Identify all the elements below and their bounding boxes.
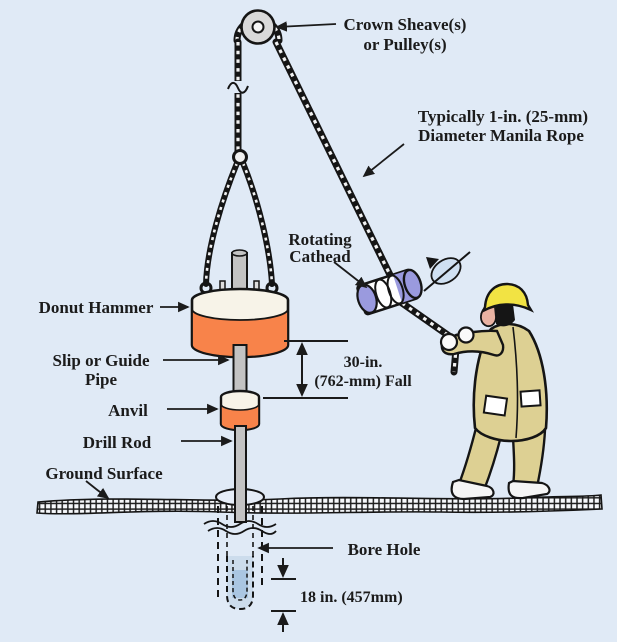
label-fall-line2: (762-mm) Fall	[314, 373, 412, 390]
rope-sling	[203, 149, 275, 287]
pulley-hub	[251, 20, 265, 34]
label-ground-surface: Ground Surface	[45, 464, 163, 483]
drill-rod-graphic	[234, 425, 247, 523]
break-line-lower	[207, 527, 277, 535]
label-drill-rod: Drill Rod	[83, 433, 152, 452]
worker-hardhat	[480, 282, 535, 315]
donut-hammer-graphic	[190, 280, 290, 359]
label-depth: 18 in. (457mm)	[300, 589, 403, 606]
rotation-arrow	[423, 251, 471, 292]
leader-lines	[85, 21, 405, 554]
worker-shoe-right	[507, 479, 551, 500]
label-fall-line1: 30-in.	[344, 354, 383, 371]
leader-rope	[362, 143, 405, 178]
break-line-upper	[203, 520, 277, 528]
fall-dimension	[263, 340, 348, 399]
label-donut-hammer: Donut Hammer	[39, 298, 154, 317]
sling-ring	[232, 149, 248, 165]
leader-cathead	[333, 261, 368, 289]
label-rope-line2: Diameter Manila Rope	[418, 126, 584, 145]
depth-dimension	[271, 558, 296, 632]
worker-pocket-left	[482, 394, 509, 417]
cathead-graphic	[356, 268, 423, 316]
label-crown-line1: Crown Sheave(s)	[344, 15, 467, 34]
borehole-graphic	[203, 506, 277, 611]
label-guide-line2: Pipe	[85, 370, 118, 389]
sampler-graphic	[226, 556, 254, 611]
rotation-arrowhead	[426, 257, 439, 269]
rope-break-symbol	[227, 81, 249, 94]
crown-pulley	[240, 9, 276, 45]
leader-ground-surface	[85, 480, 110, 500]
worker-glove-front	[439, 332, 459, 352]
label-anvil: Anvil	[108, 401, 148, 420]
label-guide-line1: Slip or Guide	[53, 351, 150, 370]
label-rope-line1: Typically 1-in. (25-mm)	[418, 107, 588, 126]
label-crown-line2: or Pulley(s)	[363, 35, 446, 54]
worker-back-seam	[512, 326, 519, 439]
label-cathead-line2: Cathead	[289, 247, 351, 266]
worker-figure	[439, 282, 551, 501]
label-bore-hole: Bore Hole	[348, 540, 421, 559]
leader-crown	[275, 21, 337, 32]
worker-pocket-right	[519, 389, 542, 408]
pipe-hammer-to-anvil	[232, 344, 248, 398]
anvil-graphic	[219, 389, 261, 432]
label-cathead-line1: Rotating	[288, 230, 352, 249]
worker-glove-rear	[457, 326, 475, 344]
worker-shoe-left	[450, 478, 495, 501]
worker-hair	[496, 302, 515, 327]
